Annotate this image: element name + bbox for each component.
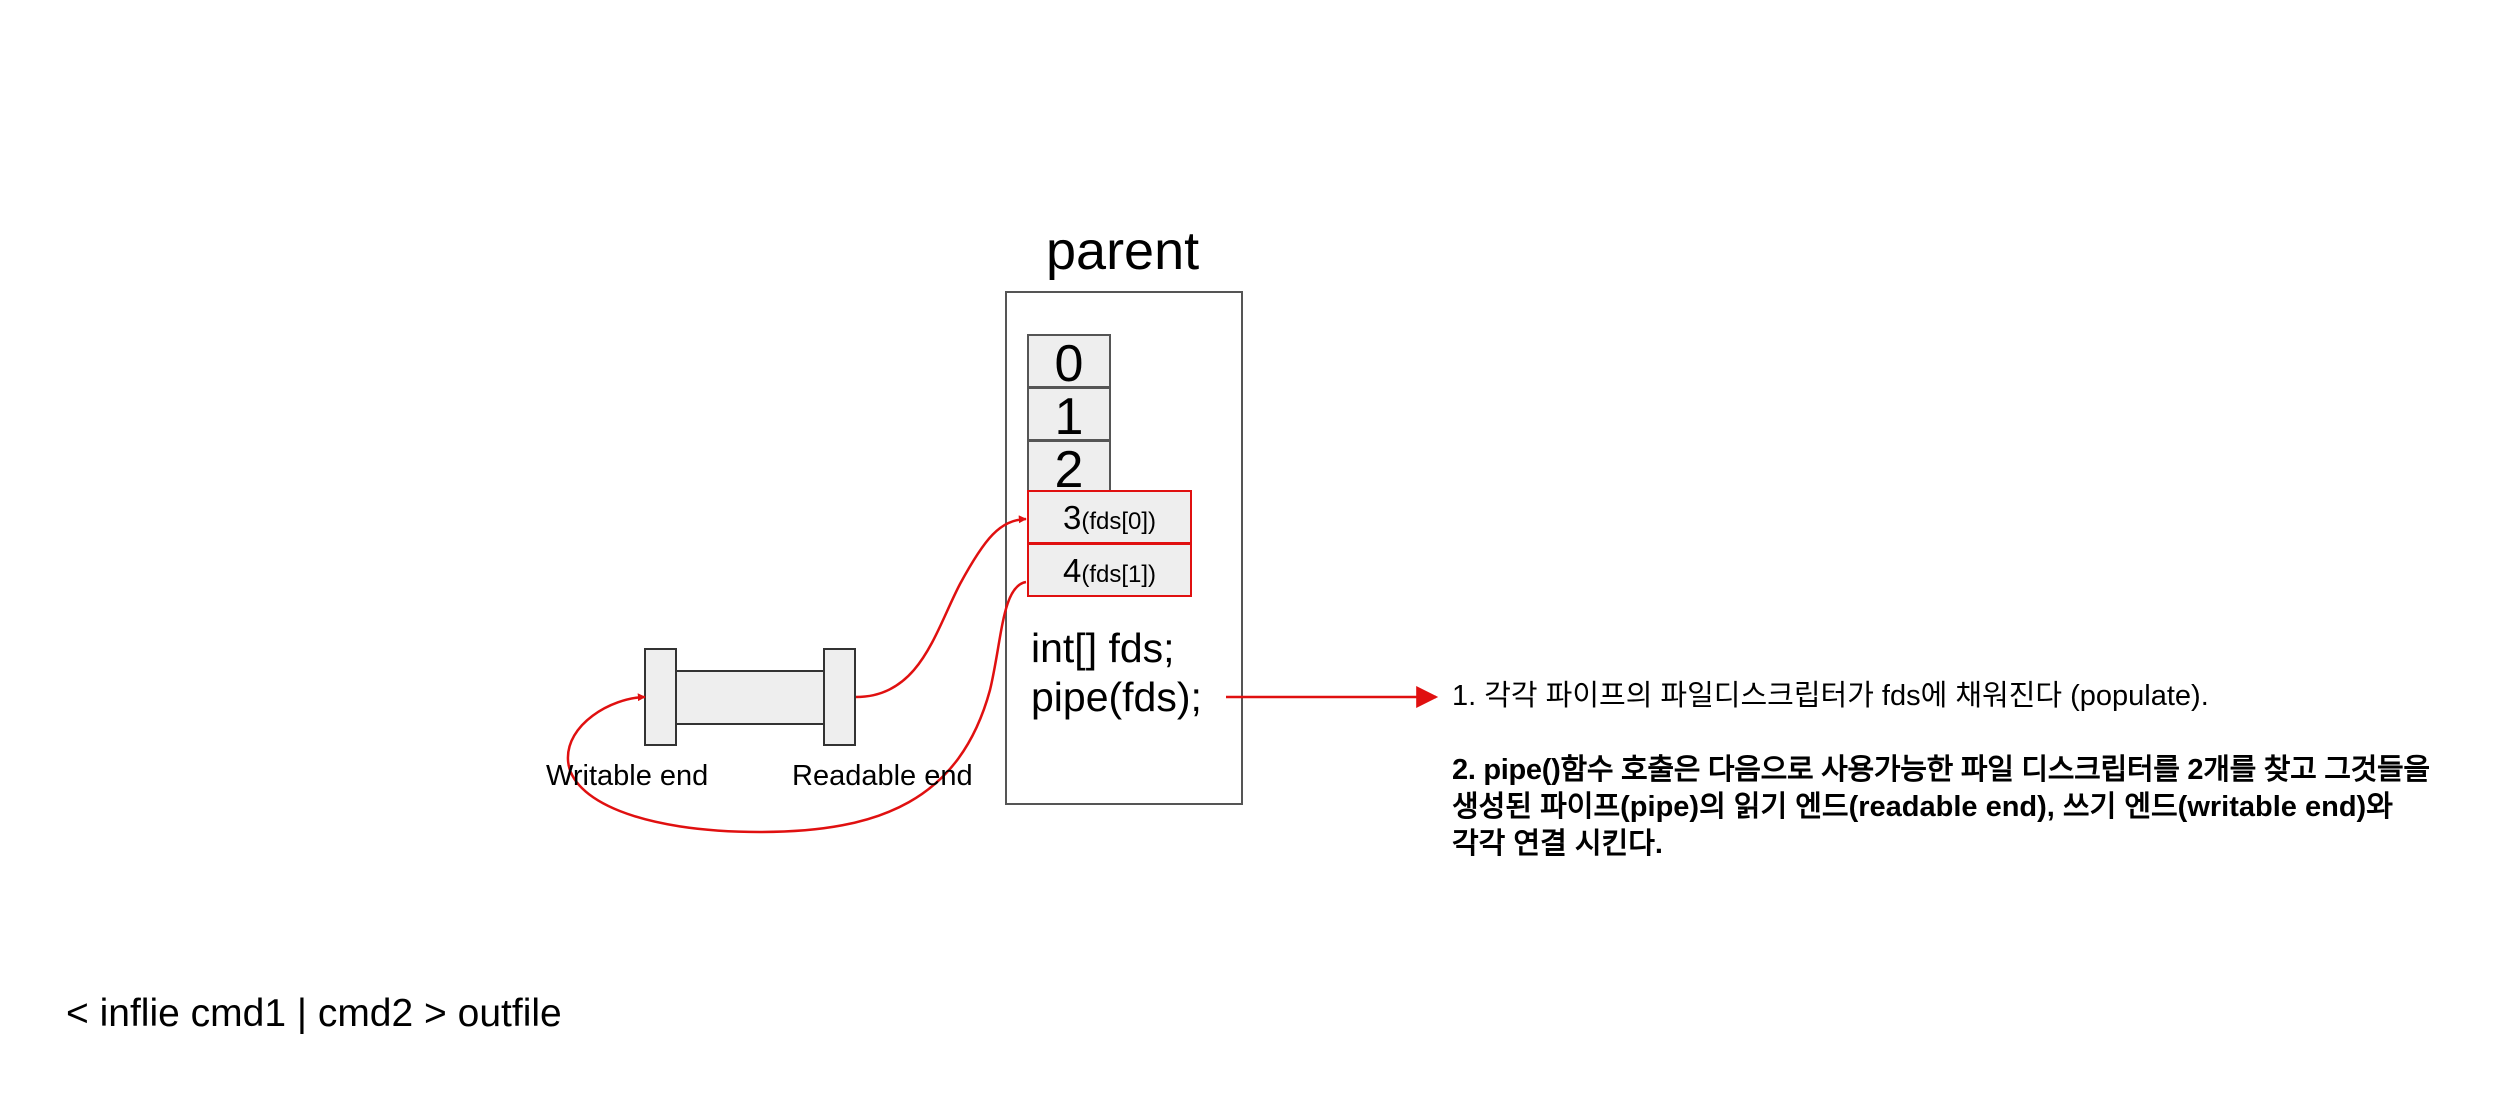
pipe-writable-flange [644,648,677,746]
note-pipe-call-line-3: 각각 연결 시킨다. [1452,828,1663,860]
note-pipe-call-line-1: 2. pipe()함수 호출은 다음으로 사용가능한 파일 디스크립터를 2개를… [1452,754,2430,786]
readable-end-to-fd3-arrow [855,515,1027,699]
readable-end-label: Readable end [792,760,973,792]
fd-slot-0: 0 [1027,334,1111,393]
fd-slot-3-label: (fds[0]) [1081,508,1157,535]
fd-slot-4: 4(fds[1]) [1027,543,1192,597]
shell-command: < inflie cmd1 | cmd2 > outfile [66,992,562,1035]
fd-slot-2-label: 2 [1054,441,1084,499]
fd-slot-3-number: 3 [1062,499,1082,536]
pipe-readable-flange [823,648,856,746]
fd-slot-3-text: 3(fds[0]) [1029,499,1190,537]
fd4-to-writable-end-arrow [566,580,1027,834]
fd-slot-0-label: 0 [1054,335,1084,393]
fd-slot-4-number: 4 [1062,552,1082,589]
fd-slot-4-label: (fds[1]) [1081,561,1157,588]
writable-end-label: Writable end [546,760,709,792]
fd-slot-4-text: 4(fds[1]) [1029,552,1190,590]
code-line-declare: int[] fds; [1031,625,1175,671]
note-populate: 1. 각각 파이프의 파일디스크립터가 fds에 채워진다 (populate)… [1452,680,2209,712]
fd-slot-2: 2 [1027,440,1111,499]
code-line-pipe-call: pipe(fds); [1031,674,1202,720]
note-pipe-call-line-2: 생성된 파이프(pipe)의 읽기 엔드(readable end), 쓰기 엔… [1452,791,2393,823]
fd-slot-3: 3(fds[0]) [1027,490,1192,544]
fd-slot-1-label: 1 [1054,388,1084,446]
parent-title: parent [1046,221,1200,281]
pipe-body [675,670,829,725]
fd-slot-1: 1 [1027,387,1111,446]
